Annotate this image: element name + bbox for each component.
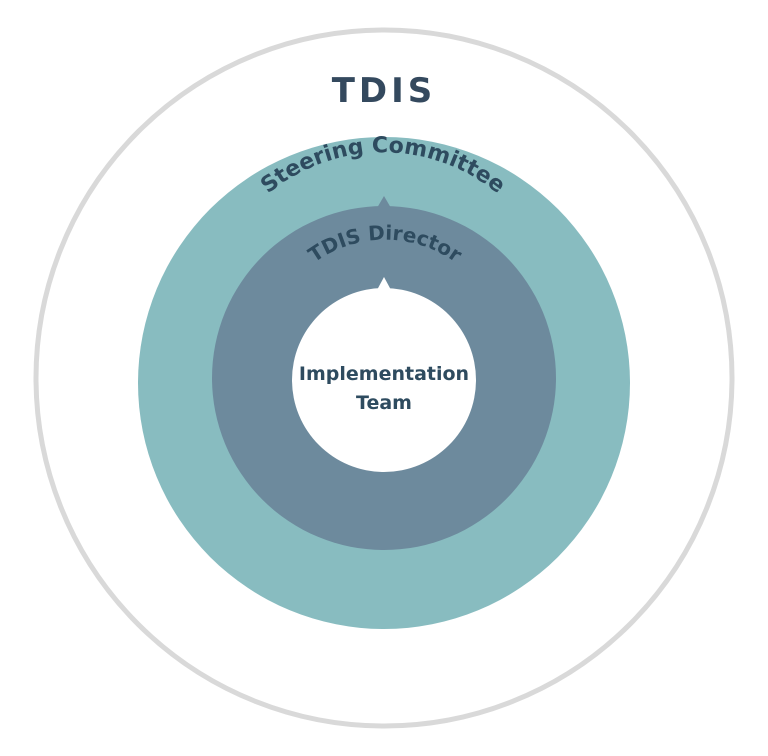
director-pointer-icon xyxy=(377,196,391,208)
diagram-title: TDIS xyxy=(332,71,437,111)
implementation-team-core xyxy=(292,288,476,472)
implementation-team-label-line2: Team xyxy=(356,392,412,414)
implementation-team-label-line1: Implementation xyxy=(299,363,469,385)
core-pointer-icon xyxy=(377,277,391,290)
